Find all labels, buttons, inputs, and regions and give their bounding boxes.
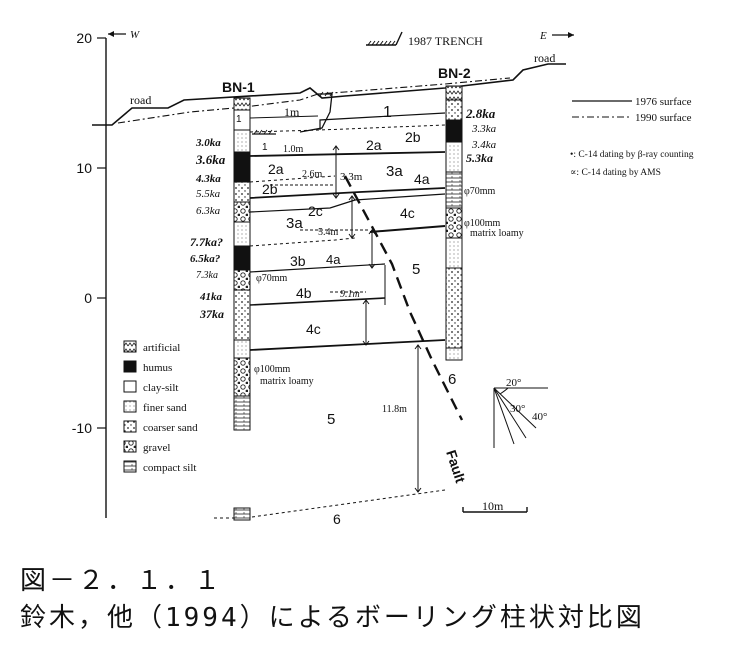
age-label: 5.5ka bbox=[196, 188, 221, 200]
unit-2c: 2c bbox=[308, 203, 323, 219]
road-right-label: road bbox=[534, 51, 555, 65]
surface-legend: 1976 surface 1990 surface •: C-14 dating… bbox=[570, 96, 694, 178]
grain-note: φ100mm bbox=[254, 364, 291, 375]
grain-note: matrix loamy bbox=[260, 376, 314, 387]
road-left-label: road bbox=[130, 93, 151, 107]
legend-item: finer sand bbox=[143, 402, 187, 414]
legend-item: clay-silt bbox=[143, 382, 178, 394]
y-tick-minus10: -10 bbox=[72, 420, 92, 436]
y-tick-10: 10 bbox=[76, 160, 92, 176]
west-label: W bbox=[130, 29, 140, 41]
unit-2b-left: 2b bbox=[262, 181, 278, 197]
measure-2-6m: 2.6m bbox=[302, 169, 323, 180]
ages-bn1: 3.0ka 3.6ka 4.3ka 5.5ka 6.3ka 7.7ka? 6.5… bbox=[190, 137, 226, 321]
grain-note: φ70mm bbox=[464, 186, 496, 197]
unit-5-right: 5 bbox=[412, 261, 420, 278]
borehole-bn2: BN-2 bbox=[438, 65, 471, 361]
legend-item: artificial bbox=[143, 342, 180, 354]
ages-bn2: 2.8ka 3.3ka 3.4ka 5.3ka bbox=[465, 106, 497, 165]
y-axis: 20 10 0 -10 bbox=[72, 30, 107, 518]
fault-label: Fault bbox=[443, 448, 469, 485]
trench-legend: 1987 TRENCH bbox=[366, 31, 483, 48]
y-tick-0: 0 bbox=[84, 290, 92, 306]
measure-1m: 1m bbox=[284, 105, 300, 119]
unit-labels: 1 1 1 2a 2a 2b 2b 2c 3a 3a 3b 4a 4a 4b 4… bbox=[236, 104, 456, 527]
unit-4a-right: 4a bbox=[414, 171, 430, 187]
arrow-left-icon bbox=[108, 31, 114, 37]
bn1-label: BN-1 bbox=[222, 79, 255, 95]
measure-5-4m: 5.4m bbox=[318, 227, 339, 238]
age-label: 7.7ka? bbox=[190, 235, 223, 249]
direction-east: E bbox=[539, 30, 574, 42]
borehole-bn1: BN-1 bbox=[222, 79, 255, 521]
measurement-labels: 1m 1.0m 2.6m 3.3m 5.4m 9.1m 11.8m bbox=[283, 105, 407, 415]
surface-1976-label: 1976 surface bbox=[635, 96, 692, 108]
unit-3a-left: 3a bbox=[286, 215, 303, 232]
unit-6-right: 6 bbox=[448, 371, 456, 388]
dating-beta-label: •: C-14 dating by β-ray counting bbox=[570, 150, 694, 160]
unit-2b-right: 2b bbox=[405, 129, 421, 145]
trench-outline bbox=[252, 91, 334, 135]
unit-3b: 3b bbox=[290, 253, 306, 269]
measure-11-8m: 11.8m bbox=[382, 404, 407, 415]
age-label: 37ka bbox=[199, 307, 224, 321]
trench-label: 1987 TRENCH bbox=[408, 34, 483, 48]
grain-notes: φ70mm φ100mm matrix loamy φ70mm φ100mm m… bbox=[254, 186, 524, 387]
legend-item: gravel bbox=[143, 442, 170, 454]
surface-1990-label: 1990 surface bbox=[635, 112, 692, 124]
age-label: 3.0ka bbox=[195, 137, 221, 149]
legend-item: humus bbox=[143, 362, 172, 374]
unit-5-bottom: 5 bbox=[327, 411, 335, 428]
unit-1-top: 1 bbox=[236, 114, 242, 125]
unit-4c-right: 4c bbox=[400, 205, 415, 221]
unit-4b: 4b bbox=[296, 285, 312, 301]
layer-boundaries bbox=[214, 112, 446, 519]
lithology-legend: artificial humus clay-silt finer sand co… bbox=[123, 340, 198, 474]
legend-item: compact silt bbox=[143, 462, 196, 474]
east-label: E bbox=[539, 30, 547, 42]
ground-surfaces: road road bbox=[92, 51, 566, 126]
scale-bar-label: 10m bbox=[482, 499, 504, 513]
angle-40: 40° bbox=[532, 411, 547, 423]
dating-ams-label: ∝: C-14 dating by AMS bbox=[570, 168, 661, 178]
age-label: 3.4ka bbox=[471, 139, 497, 151]
borehole-correlation-diagram: 20 10 0 -10 W E 1987 TRENCH road road 19… bbox=[72, 29, 694, 527]
age-label: 6.3ka bbox=[196, 205, 221, 217]
unit-4c-left: 4c bbox=[306, 321, 321, 337]
angle-20: 20° bbox=[506, 377, 521, 389]
unit-4a-left: 4a bbox=[326, 252, 341, 267]
age-label: 3.3ka bbox=[471, 123, 497, 135]
figure-number: 図－２．１．１ bbox=[20, 566, 224, 596]
unit-2a-left: 2a bbox=[268, 161, 284, 177]
legend-item: coarser sand bbox=[143, 422, 198, 434]
measure-1-0m: 1.0m bbox=[283, 144, 304, 155]
unit-3a-right: 3a bbox=[386, 163, 403, 180]
angle-30: 30° bbox=[510, 403, 525, 415]
arrow-right-icon bbox=[568, 32, 574, 38]
y-tick-20: 20 bbox=[76, 30, 92, 46]
grain-note: matrix loamy bbox=[470, 228, 524, 239]
measure-9-1m: 9.1m bbox=[340, 289, 360, 300]
measurement-markers bbox=[249, 115, 422, 493]
age-label: 7.3ka bbox=[196, 270, 218, 281]
unit-2a-right: 2a bbox=[366, 137, 382, 153]
age-label: 41ka bbox=[199, 291, 223, 303]
age-label: 2.8ka bbox=[465, 106, 496, 121]
age-label: 6.5ka? bbox=[190, 253, 221, 265]
direction-west: W bbox=[108, 29, 140, 41]
unit-1: 1 bbox=[383, 104, 392, 121]
figure-caption: 鈴木，他（1994）によるボーリング柱状対比図 bbox=[20, 603, 645, 633]
age-label: 3.6ka bbox=[195, 152, 226, 167]
grain-note: φ100mm bbox=[464, 218, 501, 229]
grain-note: φ70mm bbox=[256, 273, 288, 284]
age-label: 4.3ka bbox=[195, 173, 221, 185]
measure-3-3m: 3.3m bbox=[340, 171, 363, 183]
bn2-label: BN-2 bbox=[438, 65, 471, 81]
age-label: 5.3ka bbox=[466, 151, 493, 165]
scale-bar: 10m bbox=[462, 499, 528, 513]
unit-1-small: 1 bbox=[262, 142, 268, 153]
unit-6-bottom: 6 bbox=[333, 511, 341, 527]
angle-diagram: 20° 30° 40° bbox=[493, 377, 548, 448]
